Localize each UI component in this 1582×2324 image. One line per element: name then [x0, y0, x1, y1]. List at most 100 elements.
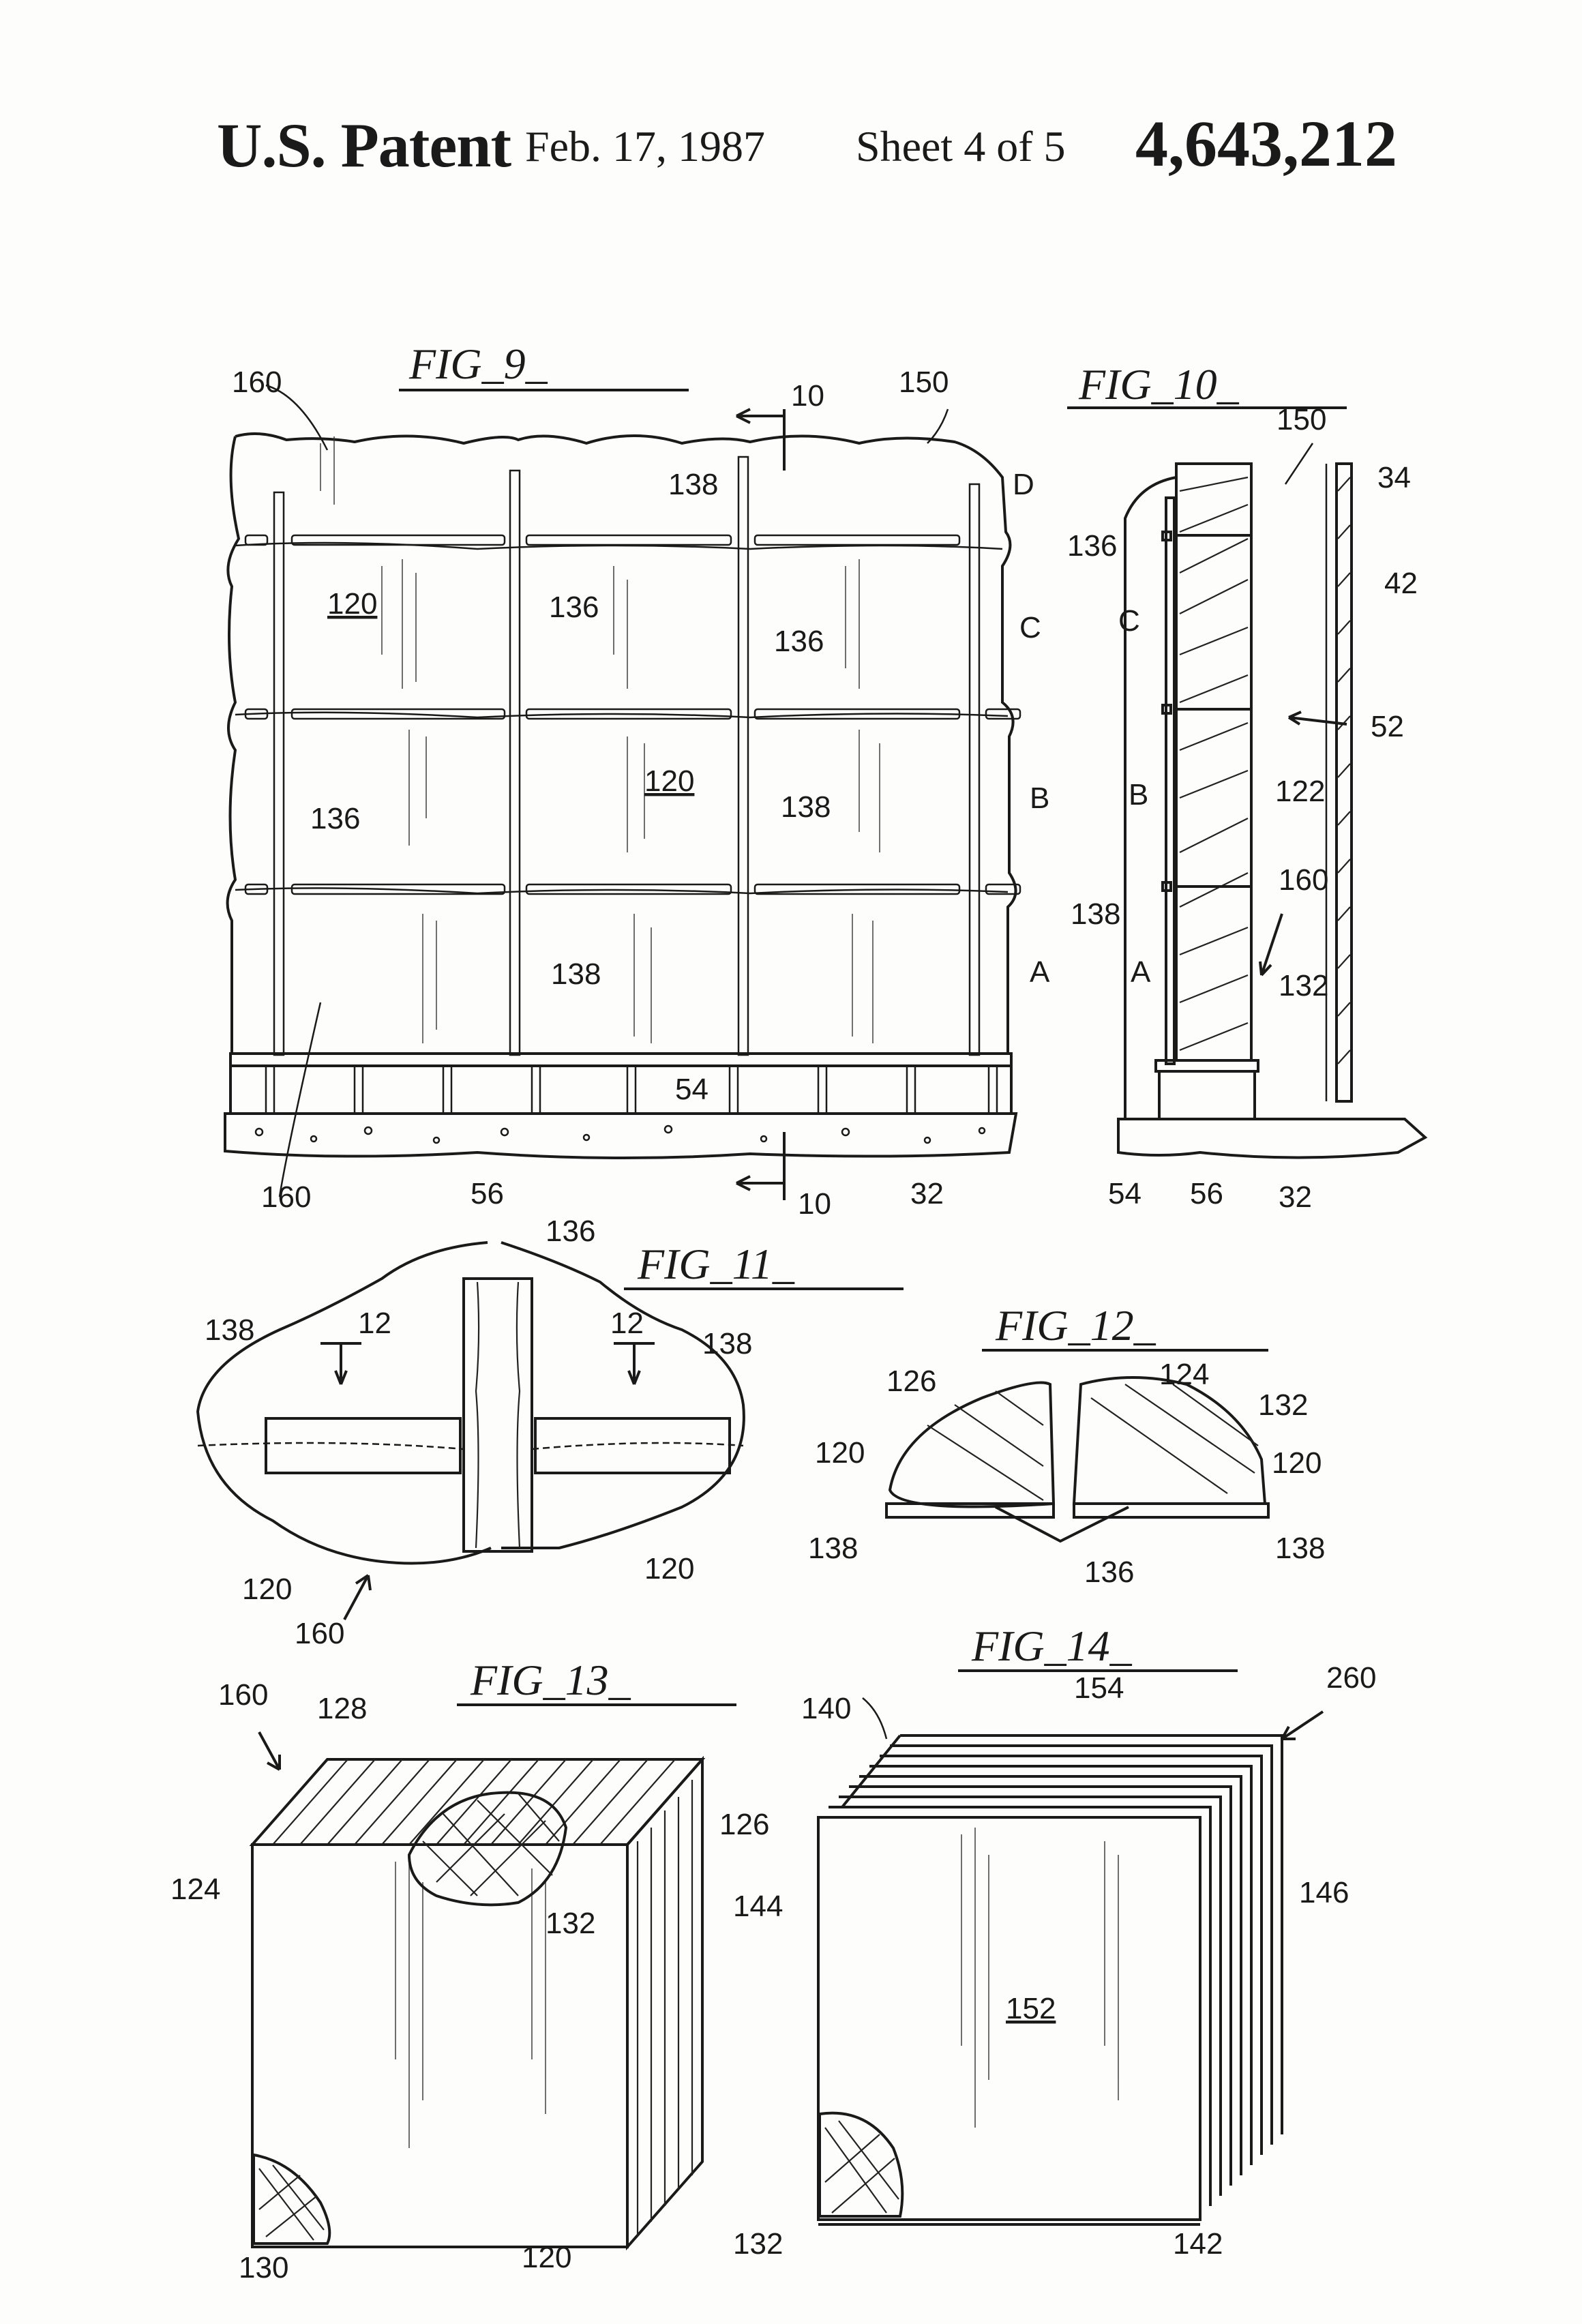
ref-120: 120: [327, 587, 377, 621]
ref-150: 150: [899, 366, 949, 399]
fig10-sill-54: [1159, 1071, 1255, 1119]
fig9-concrete-slab: [225, 1114, 1016, 1158]
fig11-label: FIG_11_: [637, 1240, 795, 1288]
ref-120: 120: [644, 764, 694, 798]
course-label-b: B: [1129, 778, 1148, 811]
figure-14: FIG_14_ 154 260 140: [733, 1622, 1376, 2261]
fig9-course-seam-b: [235, 888, 1008, 893]
fig9-sill-54: [230, 1066, 1011, 1114]
ref-132: 132: [1258, 1388, 1308, 1422]
course-label-a: A: [1030, 955, 1050, 989]
fig9-section-arrow-top: [736, 409, 784, 423]
ref-150: 150: [1277, 403, 1326, 436]
fig13-label: FIG_13_: [470, 1656, 631, 1704]
ref-132: 132: [733, 2227, 783, 2261]
ref-160: 160: [261, 1180, 311, 1214]
ref-136: 136: [549, 591, 599, 624]
fig9-base-plate: [230, 1054, 1011, 1066]
fig12-label: FIG_12_: [995, 1301, 1156, 1350]
fig13-corner-cutaway-130: [254, 2155, 329, 2244]
fig10-concrete-slab: [1118, 1119, 1425, 1158]
ref-160: 160: [295, 1617, 344, 1650]
fig10-arrow-160: [1260, 914, 1282, 975]
course-label-c: C: [1019, 611, 1041, 644]
fig13-insulation-cutaway-132: [409, 1793, 566, 1905]
fig9-surface-shading: [320, 436, 880, 1043]
course-label-a: A: [1131, 955, 1151, 989]
fig11-section-markers: [320, 1343, 655, 1384]
figure-13: FIG_13_: [170, 1656, 769, 2284]
ref-10-bottom: 10: [798, 1187, 831, 1221]
ref-138: 138: [668, 468, 718, 501]
fig12-panel-left: [890, 1383, 1054, 1507]
ref-138: 138: [205, 1313, 254, 1347]
fig10-outer-wall-34: [1337, 464, 1352, 1101]
ref-32: 32: [1279, 1180, 1312, 1214]
ref-122: 122: [1275, 775, 1325, 808]
ref-56: 56: [1190, 1177, 1223, 1210]
ref-120: 120: [644, 1552, 694, 1585]
ref-136: 136: [546, 1215, 595, 1248]
fig13-top-face-128: [252, 1759, 702, 1845]
ref-54: 54: [675, 1073, 708, 1106]
ref-146: 146: [1299, 1876, 1349, 1909]
ref-130: 130: [239, 2251, 288, 2284]
fig10-outer-wall-hatch: [1338, 477, 1350, 1064]
fig13-reference-numerals: 160 128 126 124 132 130 120: [170, 1678, 769, 2284]
fig11-arrow-160: [344, 1575, 370, 1620]
fig9-label: FIG_9_: [408, 340, 548, 388]
fig9-section-arrow-bottom: [736, 1176, 784, 1190]
ref-124: 124: [170, 1873, 220, 1906]
figure-12: FIG_12_ 126 124 132 120 120 138 136 138: [808, 1301, 1325, 1589]
fig10-insulation-hatch: [1180, 477, 1248, 1050]
fig11-rail-138-left: [266, 1418, 460, 1473]
ref-120: 120: [522, 2241, 571, 2274]
fig11-panel-joint: [198, 1443, 743, 1449]
course-label-c: C: [1118, 604, 1140, 638]
fig9-course-seam-d: [235, 543, 1002, 549]
fig10-stud-136: [1166, 498, 1174, 1064]
ref-132: 132: [1279, 969, 1328, 1002]
fig14-corner-hatch: [825, 2121, 899, 2213]
fig10-arrow-52: [1289, 712, 1347, 724]
ref-10-top: 10: [791, 379, 824, 413]
ref-120: 120: [242, 1573, 292, 1606]
fig9-leader-160b: [280, 1002, 320, 1197]
ref-136: 136: [310, 802, 360, 835]
fig14-label: FIG_14_: [971, 1622, 1133, 1670]
ref-136: 136: [774, 625, 824, 658]
fig11-stud-136: [464, 1279, 532, 1551]
fig14-stacked-sheets: [829, 1735, 1282, 2206]
ref-160: 160: [218, 1678, 268, 1712]
ref-42: 42: [1384, 567, 1418, 600]
fig9-concrete-aggregate: [256, 1126, 985, 1143]
ref-126: 126: [886, 1365, 936, 1398]
ref-136: 136: [1084, 1555, 1134, 1589]
fig11-stud-core: [476, 1282, 520, 1548]
ref-260: 260: [1326, 1661, 1376, 1695]
fig12-reference-numerals: 126 124 132 120 120 138 136 138: [808, 1358, 1325, 1589]
fig14-front-shading: [961, 1828, 1118, 2128]
ref-54: 54: [1108, 1177, 1141, 1210]
ref-160: 160: [232, 366, 282, 399]
ref-32: 32: [910, 1177, 944, 1210]
ref-138: 138: [808, 1532, 858, 1565]
fig9-wall-outline: [228, 434, 1016, 1054]
ref-138: 138: [781, 790, 831, 824]
ref-142: 142: [1173, 2227, 1223, 2261]
ref-124: 124: [1159, 1358, 1209, 1391]
ref-144: 144: [733, 1890, 783, 1923]
fig13-side-corrugation: [638, 1780, 692, 2237]
fig14-corner-cutaway-132: [820, 2113, 902, 2216]
fig12-stud-136: [996, 1507, 1129, 1541]
ref-12: 12: [358, 1307, 391, 1340]
fig12-panel-right: [1074, 1377, 1265, 1504]
ref-138: 138: [702, 1327, 752, 1360]
ref-136: 136: [1067, 529, 1117, 563]
fig12-insulation: [927, 1384, 1258, 1500]
fig14-leader-140: [863, 1698, 886, 1739]
fig11-outline-left: [198, 1242, 491, 1564]
fig14-arrow-260: [1282, 1712, 1323, 1739]
ref-138: 138: [1071, 897, 1120, 931]
